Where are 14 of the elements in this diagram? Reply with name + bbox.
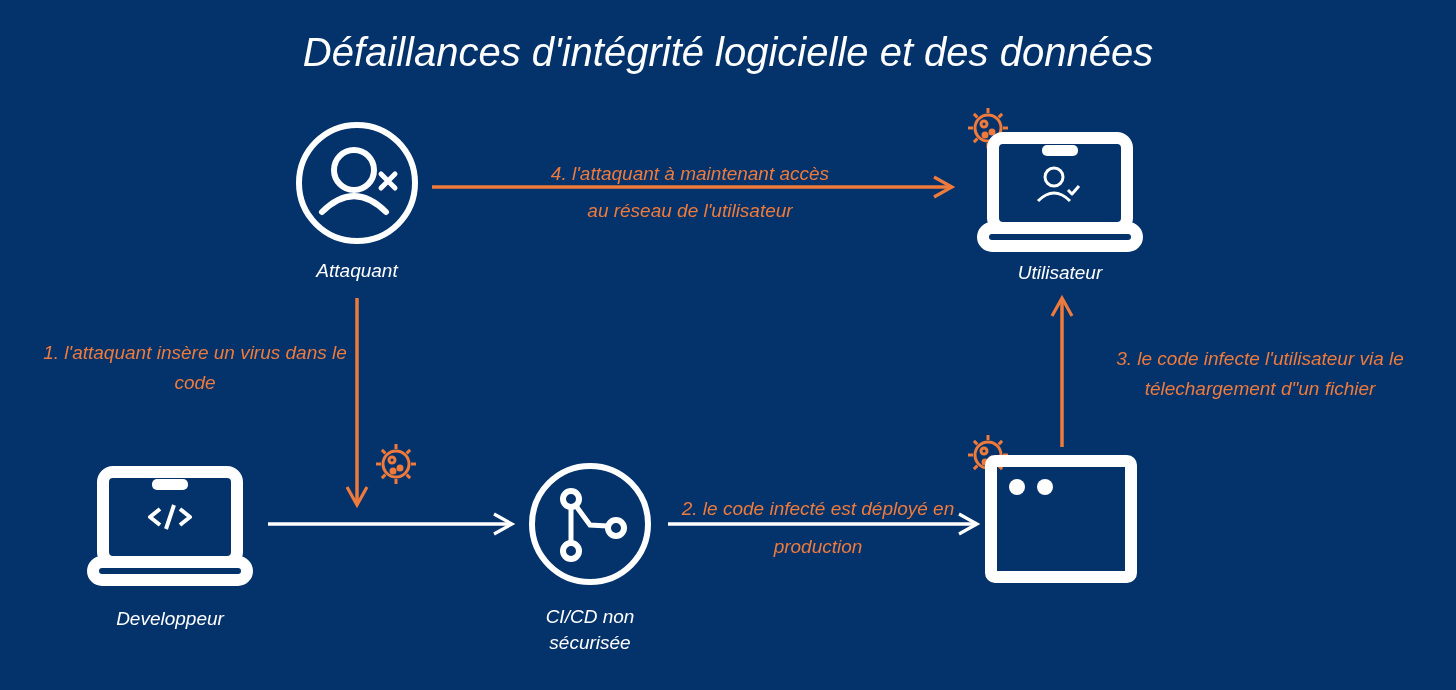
node-label: CI/CD non sécurisée — [544, 605, 636, 655]
diagram-title: Défaillances d'intégrité logicielle et des données — [301, 30, 1155, 75]
edge-label: 1. l'attaquant insère un virus dans le code — [42, 341, 348, 395]
node-label: Utilisateur — [1016, 261, 1104, 285]
arrow — [1050, 296, 1074, 447]
arrow — [345, 298, 369, 507]
node-label: Attaquant — [314, 259, 400, 283]
edge-label: 2. le code infecté est déployé en production — [680, 497, 956, 559]
node-label: Developpeur — [115, 607, 226, 631]
edge-label: 3. le code infecte l'utilisateur via le télechargement d"un fichier — [1115, 347, 1405, 401]
arrow — [668, 512, 979, 536]
arrow — [432, 175, 954, 199]
arrow — [268, 512, 514, 536]
edge-label: 4. l'attaquant à maintenant accès au réseau de l'utilisateur — [549, 162, 831, 223]
